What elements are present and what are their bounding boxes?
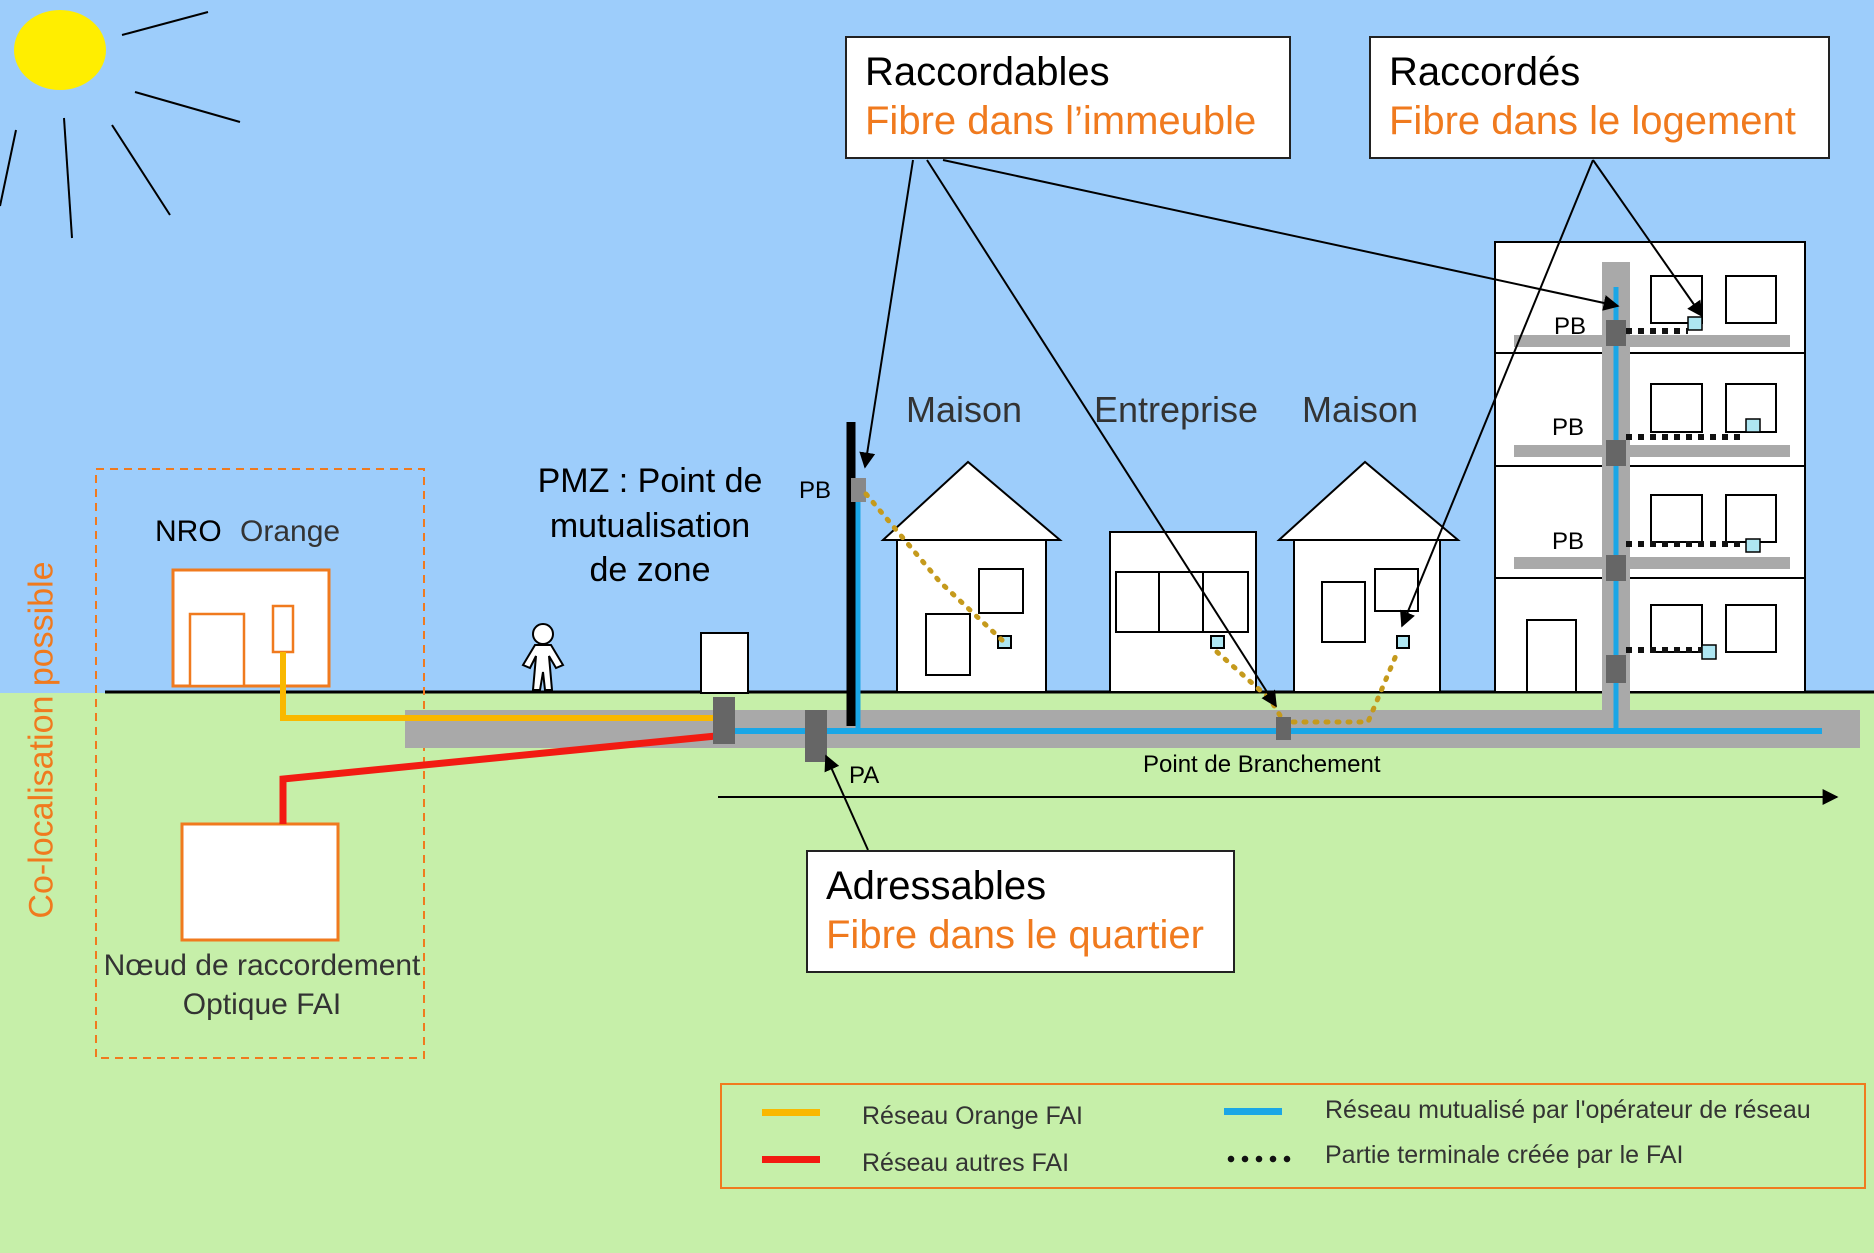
- other-fai-network: [279, 732, 717, 824]
- pb-floor-1-label: PB: [1554, 313, 1587, 340]
- adressables-subtitle: Fibre dans le quartier: [826, 912, 1204, 957]
- pmz-line-1: PMZ : Point de: [537, 462, 763, 500]
- legend-swatch-orange: [762, 1109, 820, 1116]
- nro-orange-text: Orange: [240, 515, 341, 548]
- raccordables-subtitle: Fibre dans l’immeuble: [865, 98, 1257, 143]
- pa-label: PA: [849, 762, 880, 789]
- legend-label-blue: Réseau mutualisé par l'opérateur de rése…: [1325, 1096, 1811, 1124]
- raccordables-title: Raccordables: [865, 50, 1110, 94]
- pole-pb-box: [851, 478, 866, 502]
- pmz-label: PMZ : Point de mutualisation de zone: [520, 459, 780, 593]
- person-icon: [521, 623, 565, 691]
- nro-building: [171, 568, 331, 688]
- noeud-line-2: Optique FAI: [182, 988, 342, 1021]
- house-1: [880, 460, 1063, 693]
- point-branchement-label: Point de Branchement: [1143, 751, 1381, 778]
- orange-fai-network: [280, 652, 716, 721]
- pmz-junction: [713, 697, 735, 744]
- raccordes-subtitle: Fibre dans le logement: [1389, 98, 1796, 143]
- apartment-building: [1494, 241, 1806, 731]
- legend-label-red: Réseau autres FAI: [862, 1149, 1070, 1177]
- noeud-line-1: Nœud de raccordement: [103, 949, 421, 982]
- entreprise-label: Entreprise: [1094, 389, 1259, 430]
- pmz-cabinet: [700, 632, 749, 694]
- noeud-fai-box: [180, 822, 340, 942]
- legend-label-orange: Réseau Orange FAI: [862, 1102, 1083, 1130]
- raccordables-box: Raccordables Fibre dans l’immeuble: [845, 36, 1291, 159]
- colocalisation-label: Co-localisation possible: [22, 561, 61, 919]
- noeud-label: Nœud de raccordement Optique FAI: [92, 946, 432, 1024]
- pb-pole-label: PB: [799, 477, 832, 504]
- adressables-box: Adressables Fibre dans le quartier: [806, 850, 1235, 973]
- legend: Réseau Orange FAI Réseau autres FAI Rése…: [720, 1083, 1866, 1189]
- adressables-title: Adressables: [826, 864, 1047, 908]
- sun-icon: [0, 10, 241, 239]
- branch-point-box: [1276, 717, 1291, 740]
- pmz-line-2: mutualisation: [549, 506, 751, 545]
- pb-floor-3-label: PB: [1552, 528, 1585, 555]
- maison-1-label: Maison: [906, 389, 1023, 430]
- fai-terminal-lines: [1626, 328, 1746, 653]
- annotation-arrows: [718, 159, 1839, 851]
- legend-swatch-red: [762, 1156, 820, 1163]
- nro-label-text: NRO: [155, 515, 222, 548]
- legend-label-dots: Partie terminale créée par le FAI: [1325, 1141, 1684, 1169]
- legend-swatch-dots: [1224, 1155, 1294, 1163]
- drop-cables: [863, 491, 1400, 725]
- pb-floor-2-label: PB: [1552, 414, 1585, 441]
- nro-label: NRO Orange: [155, 515, 340, 549]
- raccordes-box: Raccordés Fibre dans le logement: [1369, 36, 1830, 159]
- legend-swatch-blue: [1224, 1108, 1282, 1115]
- maison-2-label: Maison: [1302, 389, 1419, 430]
- pa-junction: [805, 710, 827, 762]
- raccordes-title: Raccordés: [1389, 50, 1581, 94]
- ground: [0, 693, 1874, 1253]
- pmz-line-3: de zone: [589, 551, 711, 590]
